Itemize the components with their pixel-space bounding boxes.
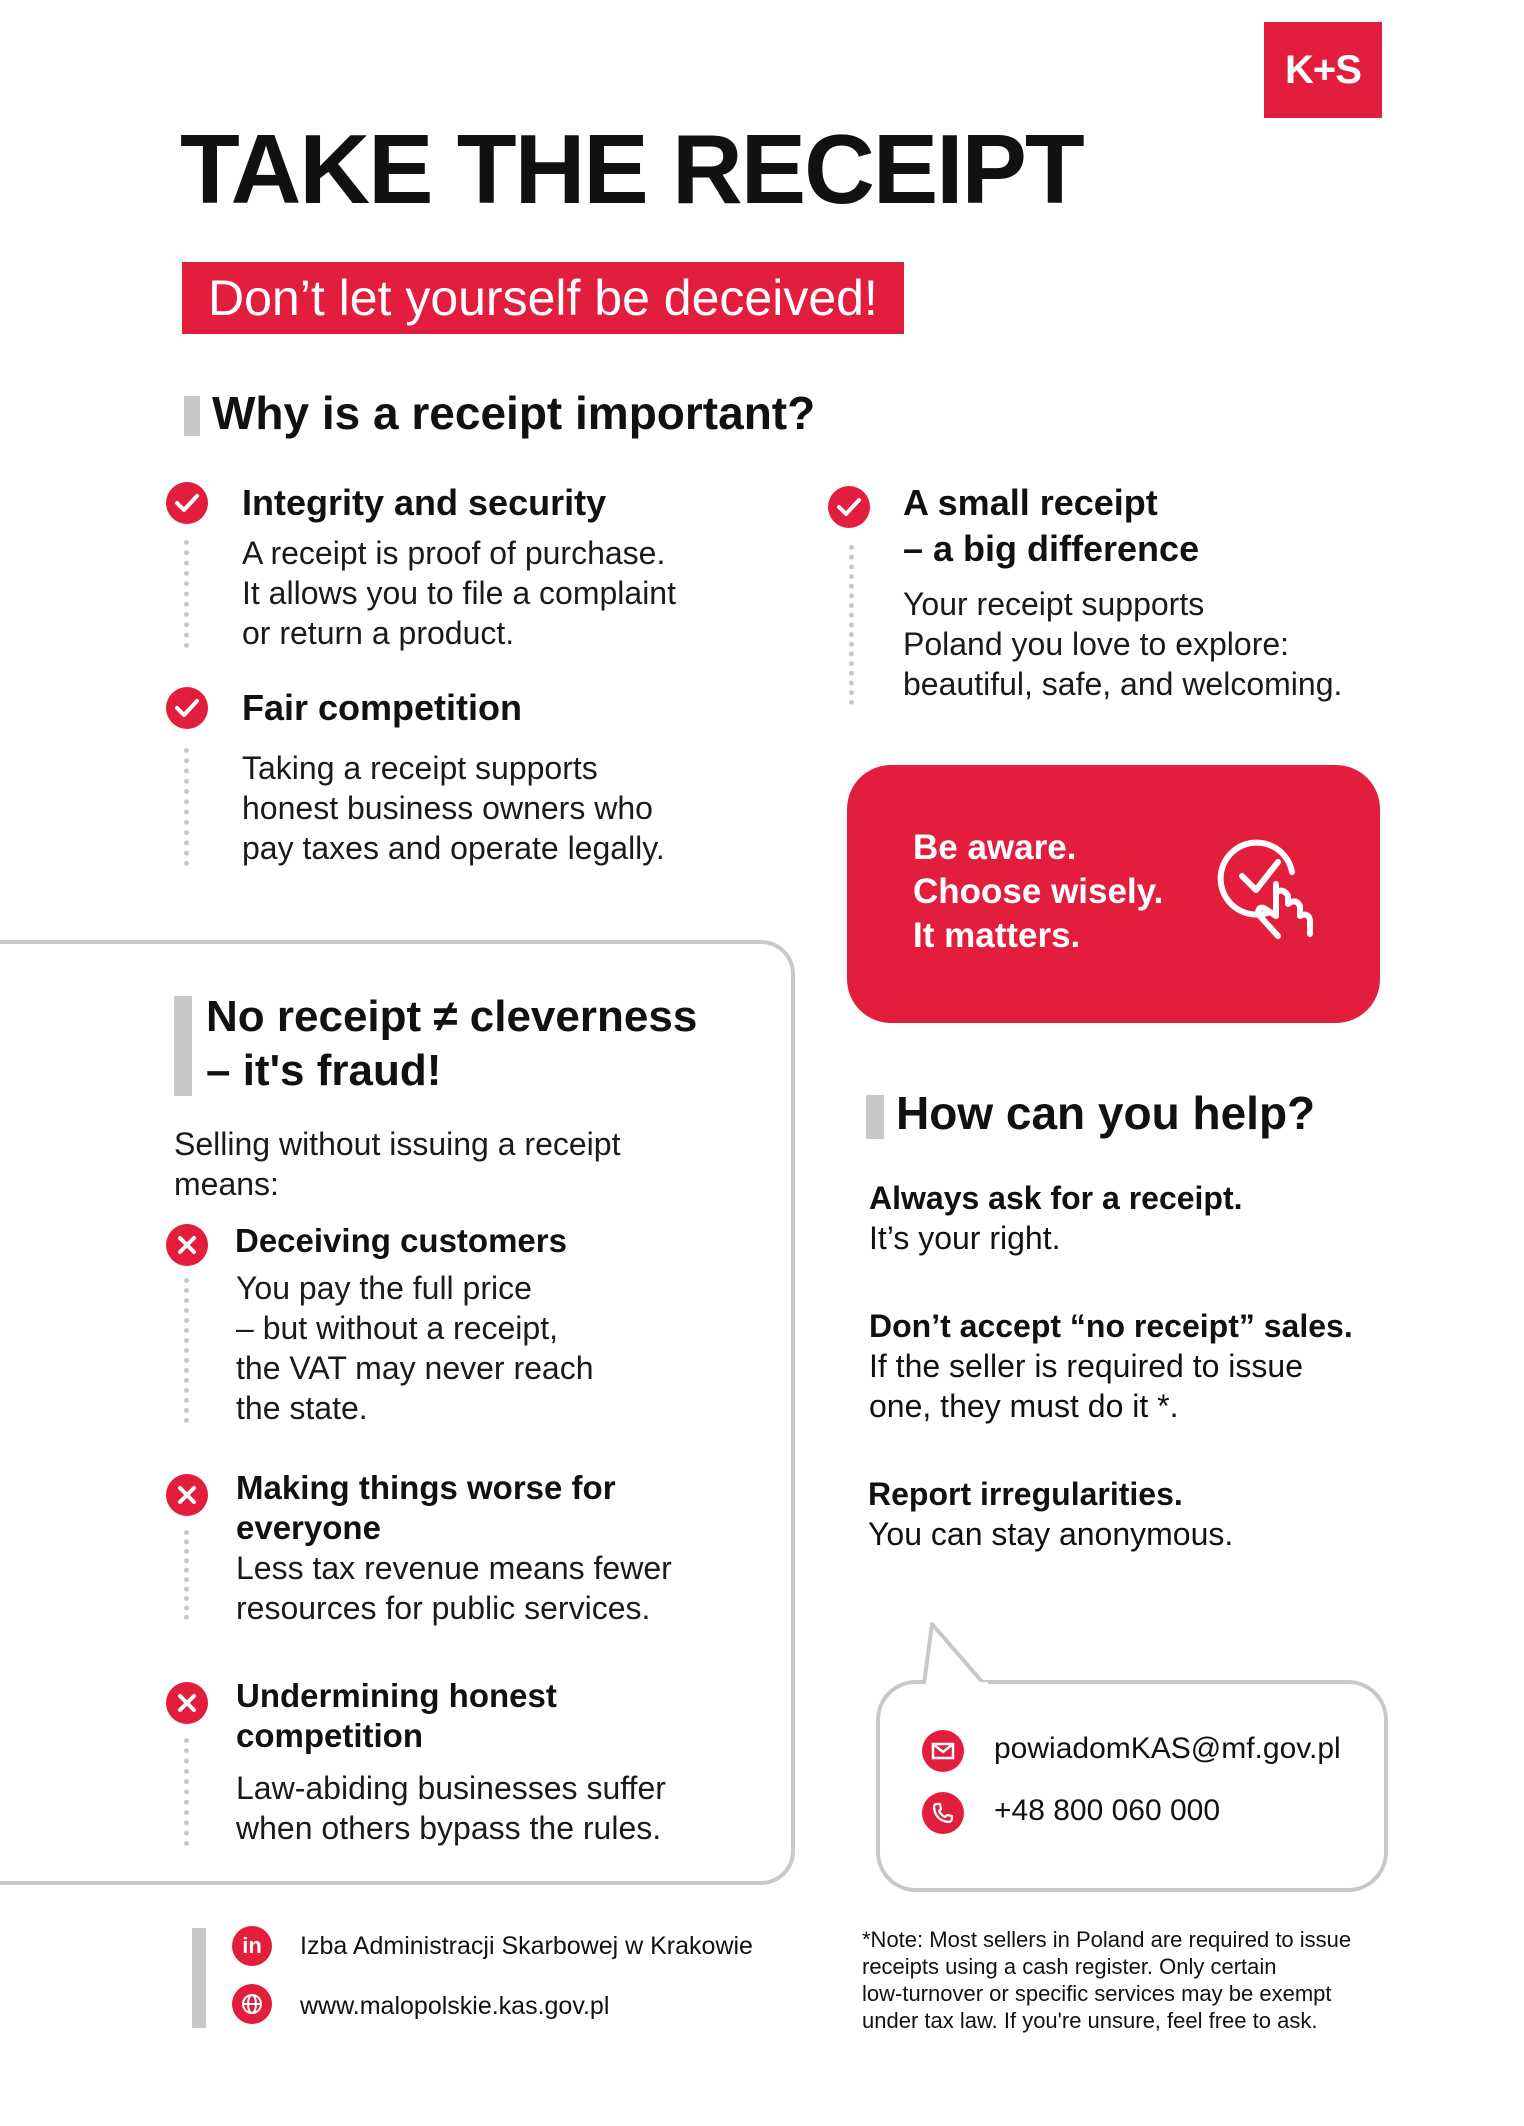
mail-icon	[922, 1730, 964, 1772]
dotted-line	[184, 748, 189, 866]
why-item-title: A small receipt – a big difference	[903, 482, 1200, 569]
why-item-title: Integrity and security	[242, 482, 607, 523]
section-marker	[184, 396, 200, 436]
why-item-text: Taking a receipt supports honest busines…	[242, 750, 665, 866]
website-link[interactable]: www.malopolskie.kas.gov.pl	[300, 1992, 610, 2020]
why-item-title: Fair competition	[242, 687, 523, 728]
x-icon	[166, 1224, 208, 1266]
footer-marker	[192, 1928, 206, 2028]
fraud-item-text: Less tax revenue means fewer resources f…	[236, 1550, 672, 1626]
help-heading: How can you help?	[896, 1087, 1316, 1139]
dotted-line	[184, 1530, 189, 1620]
email-link[interactable]: powiadomKAS@mf.gov.pl	[994, 1732, 1341, 1765]
fraud-item-title: Making things worse for everyone	[236, 1469, 616, 1546]
contact-box	[876, 1680, 1388, 1892]
check-icon	[828, 486, 870, 528]
help-item-title: Always ask for a receipt.	[869, 1180, 1243, 1216]
linkedin-label[interactable]: Izba Administracji Skarbowej w Krakowie	[300, 1932, 753, 1960]
fraud-item-title: Deceiving customers	[235, 1222, 567, 1259]
dotted-line	[849, 545, 854, 705]
section-marker	[174, 996, 192, 1096]
section-marker	[866, 1095, 884, 1139]
why-item-text: A receipt is proof of purchase. It allow…	[242, 535, 676, 651]
why-heading: Why is a receipt important?	[212, 387, 816, 439]
dotted-line	[184, 1738, 189, 1846]
tap-check-icon	[1212, 832, 1322, 942]
kas-logo: K+S	[1264, 22, 1382, 118]
fraud-item-title: Undermining honest competition	[236, 1677, 557, 1754]
fraud-intro: Selling without issuing a receipt means:	[174, 1126, 621, 1202]
dotted-line	[184, 540, 189, 648]
help-item-text: If the seller is required to issue one, …	[869, 1348, 1303, 1424]
page-subtitle: Don’t let yourself be deceived!	[182, 262, 904, 334]
fraud-item-text: You pay the full price – but without a r…	[236, 1270, 594, 1426]
speech-tail	[922, 1622, 988, 1688]
help-item-title: Report irregularities.	[868, 1476, 1183, 1512]
fraud-item-text: Law-abiding businesses suffer when other…	[236, 1770, 666, 1846]
fraud-box	[0, 940, 795, 1885]
x-icon	[166, 1682, 208, 1724]
help-item-title: Don’t accept “no receipt” sales.	[869, 1308, 1353, 1344]
dotted-line	[184, 1278, 189, 1423]
footnote: *Note: Most sellers in Poland are requir…	[862, 1927, 1352, 2033]
check-icon	[166, 687, 208, 729]
help-item-text: It’s your right.	[869, 1220, 1061, 1256]
x-icon	[166, 1474, 208, 1516]
check-icon	[166, 482, 208, 524]
globe-icon[interactable]	[232, 1984, 272, 2024]
phone-link[interactable]: +48 800 060 000	[994, 1794, 1221, 1827]
why-item-text: Your receipt supports Poland you love to…	[903, 586, 1343, 702]
help-item-text: You can stay anonymous.	[868, 1516, 1234, 1552]
phone-icon	[922, 1792, 964, 1834]
promo-box	[847, 765, 1380, 1023]
page-title: TAKE THE RECEIPT	[180, 114, 1085, 224]
linkedin-icon[interactable]: in	[232, 1926, 272, 1966]
fraud-heading: No receipt ≠ cleverness – it's fraud!	[206, 992, 698, 1095]
promo-text: Be aware. Choose wisely. It matters.	[913, 828, 1164, 955]
logo-text: K+S	[1285, 47, 1362, 92]
